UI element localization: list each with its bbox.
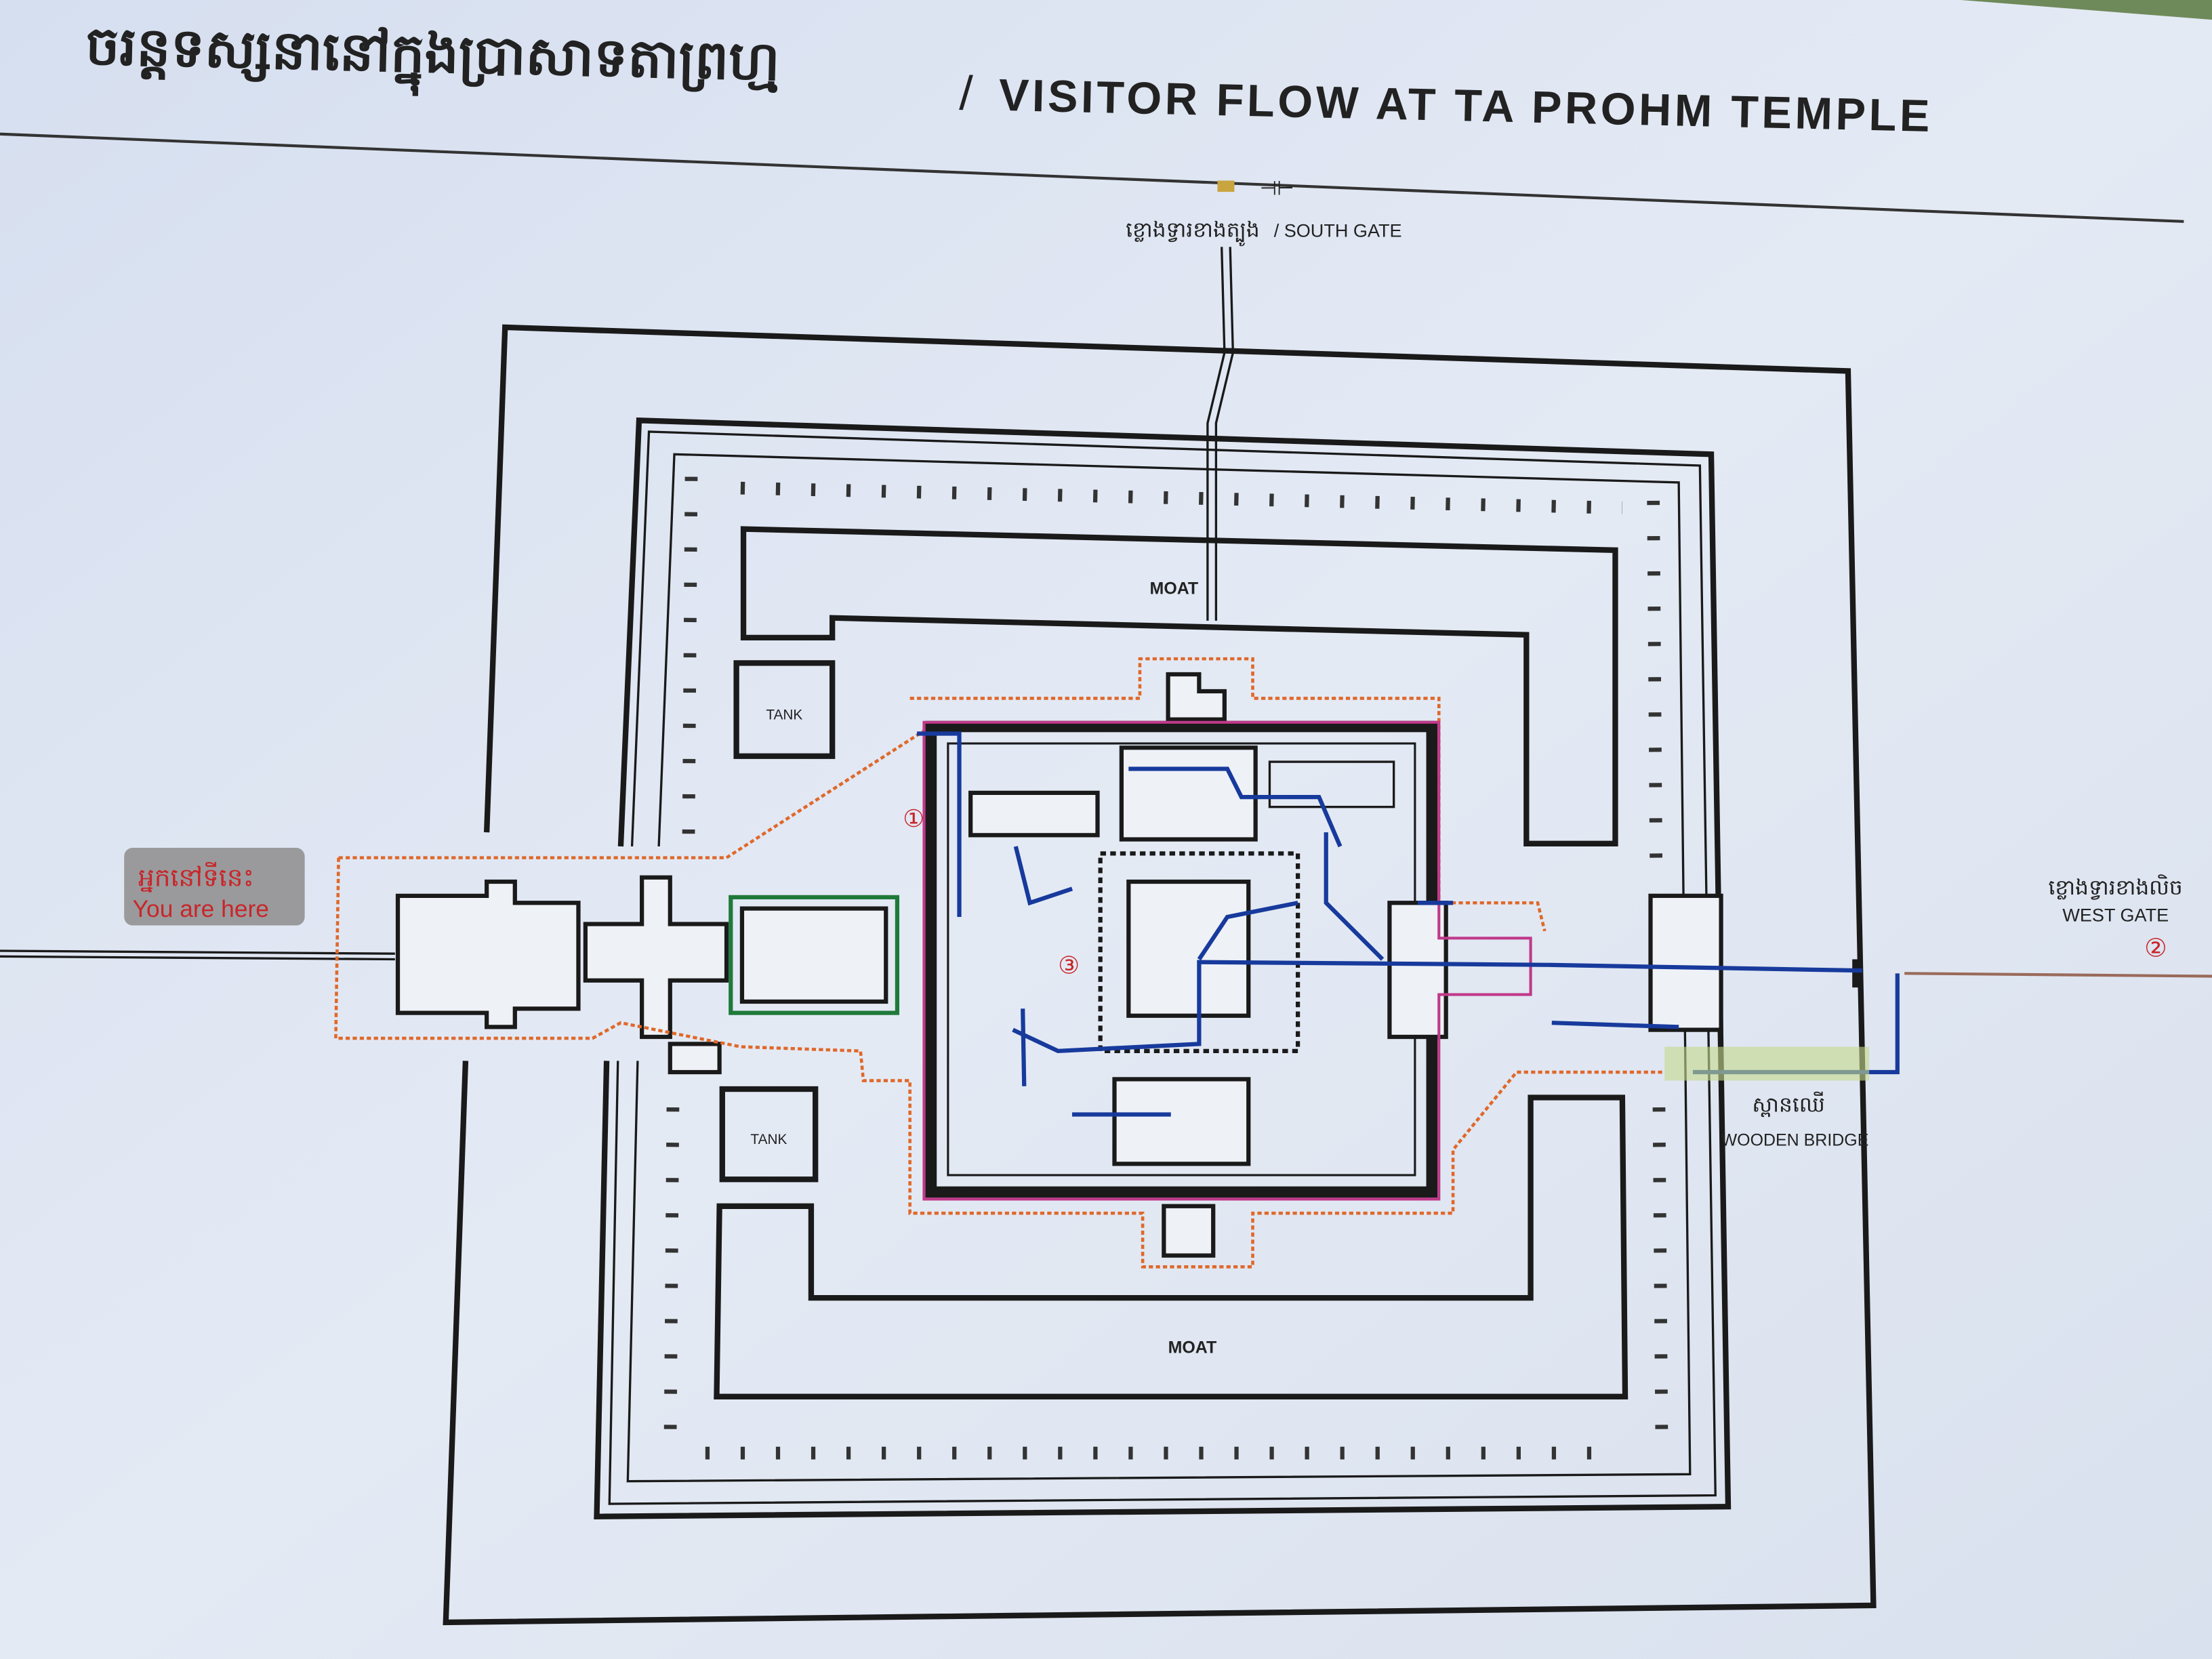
west-gopura: [1387, 901, 1448, 1040]
south-gate-symbol: ⊣⊢: [1260, 178, 1294, 199]
moat-top: [740, 526, 1618, 846]
wooden-bridge: [1664, 1046, 1870, 1081]
south-pavilion: [1112, 1077, 1251, 1166]
tank-top: [733, 660, 836, 759]
east-causeway: [0, 949, 395, 961]
annex-rooms: [1268, 760, 1395, 808]
marker-1: ①: [903, 806, 924, 832]
south-gate: ⊣⊢ ខ្លោងទ្វារខាងត្បូង / SOUTH GATE: [1126, 178, 1402, 621]
highlighted-hall: [729, 895, 900, 1015]
hall-of-dancers: [739, 906, 888, 1004]
west-gate-marker: ②: [2144, 933, 2167, 962]
gopura-outer: [395, 879, 581, 1029]
outer-enclosure-wall: [443, 324, 1877, 1626]
header-divider: [0, 132, 2184, 223]
wooden-bridge-label: WOODEN BRIDGE: [1721, 1130, 1869, 1149]
tank-top-label: TANK: [766, 708, 802, 723]
shrine-row-left: [663, 476, 698, 1460]
you-are-here-label: You are here: [133, 896, 269, 922]
moat-bottom-label: MOAT: [1168, 1338, 1217, 1357]
route-magenta: [922, 720, 1532, 1201]
west-causeway: [1904, 972, 2212, 978]
tank-bottom: [719, 1086, 819, 1183]
east-entrance: [0, 875, 900, 1075]
south-gate-label: / SOUTH GATE: [1274, 221, 1402, 241]
route-orange: [334, 657, 1665, 1269]
west-outer-gopura: [1648, 893, 1723, 1032]
central-sanctuary: [1126, 879, 1251, 1018]
foliage-corner: [1961, 0, 2212, 20]
west-gate-label: WEST GATE: [2062, 905, 2169, 925]
tank-bottom-label: TANK: [750, 1132, 787, 1147]
west-gate: ខ្លោងទ្វារខាងលិច WEST GATE ②: [1904, 874, 2212, 978]
wooden-bridge-khmer: ស្ពានឈើ: [1752, 1091, 1824, 1117]
route-blue-upper: [1013, 766, 1343, 906]
south-outer-gopura: [1162, 1204, 1216, 1258]
marker-3: ③: [1058, 952, 1080, 979]
shrine-block: [668, 1042, 722, 1075]
south-gate-marker: [1217, 180, 1235, 192]
north-pavilion: [1119, 745, 1258, 842]
north-outer-gopura: [1166, 672, 1227, 722]
gopura-second: [583, 875, 729, 1040]
library-block: [968, 790, 1100, 838]
south-gate-khmer: ខ្លោងទ្វារខាងត្បូង: [1126, 218, 1260, 247]
inner-courtyard: [1098, 851, 1300, 1053]
you-are-here-badge: អ្នកនៅទីនេះ You are here: [124, 848, 305, 926]
south-causeway: [1206, 247, 1235, 621]
moat-bottom: [714, 1094, 1629, 1399]
title-separator: /: [959, 66, 974, 119]
moat-top-label: MOAT: [1150, 579, 1199, 598]
west-gate-khmer: ខ្លោងទ្វារខាងលិច: [2049, 874, 2183, 900]
central-temple: [925, 672, 1723, 1258]
you-are-here-khmer: អ្នកនៅទីនេះ: [138, 861, 254, 893]
